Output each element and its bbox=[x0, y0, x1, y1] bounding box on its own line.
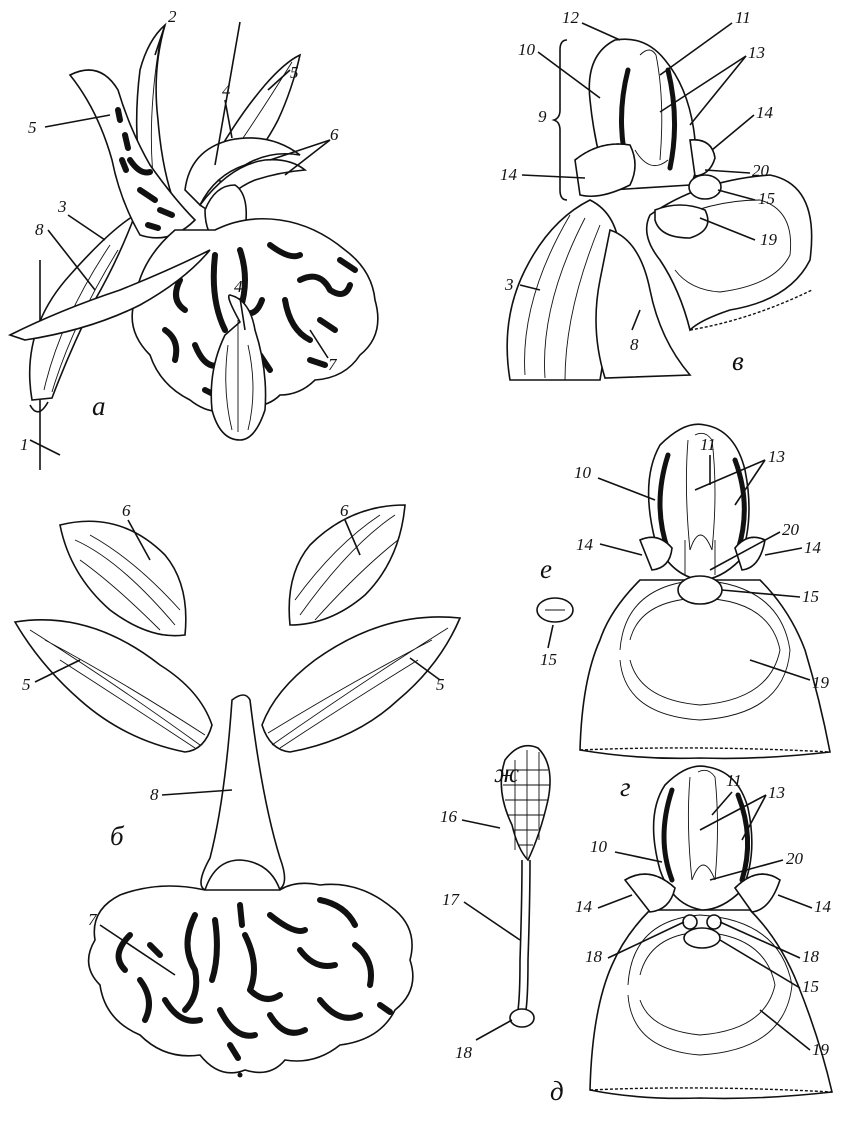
label-10: 10 bbox=[518, 40, 536, 59]
label-18: 18 bbox=[802, 947, 820, 966]
label-20: 20 bbox=[782, 520, 800, 539]
label-14: 14 bbox=[804, 538, 822, 557]
label-6: 6 bbox=[330, 125, 339, 144]
label-17: 17 bbox=[442, 890, 461, 909]
label-16: 16 bbox=[440, 807, 458, 826]
label-5: 5 bbox=[28, 118, 37, 137]
label-9: 9 bbox=[538, 107, 547, 126]
label-3: 3 bbox=[57, 197, 67, 216]
panel-label-a: а bbox=[92, 391, 106, 421]
panel-label-d: д bbox=[550, 1076, 564, 1106]
panel-b-dissected-flower bbox=[15, 295, 460, 1078]
label-18: 18 bbox=[455, 1043, 473, 1062]
label-14: 14 bbox=[576, 535, 594, 554]
panel-v-column-side bbox=[507, 39, 812, 380]
disc-18-right-d bbox=[707, 915, 721, 929]
viscidium-g bbox=[678, 576, 722, 604]
label-14: 14 bbox=[756, 103, 774, 122]
label-11: 11 bbox=[735, 8, 751, 27]
labellum-g bbox=[580, 580, 830, 758]
label-11: 11 bbox=[726, 771, 742, 790]
disc-18-left-d bbox=[683, 915, 697, 929]
label-13: 13 bbox=[748, 43, 765, 62]
label-12: 12 bbox=[562, 8, 580, 27]
label-5: 5 bbox=[436, 675, 445, 694]
label-2: 2 bbox=[168, 7, 177, 26]
label-13: 13 bbox=[768, 447, 785, 466]
labellum-v bbox=[647, 175, 812, 330]
label-8: 8 bbox=[150, 785, 159, 804]
lateral-sepal-left bbox=[70, 70, 195, 238]
label-8: 8 bbox=[35, 220, 44, 239]
label-11: 11 bbox=[700, 435, 716, 454]
viscidium-v bbox=[689, 175, 721, 199]
label-15: 15 bbox=[802, 977, 819, 996]
petal-6-left bbox=[60, 521, 186, 635]
viscidium-d bbox=[684, 928, 720, 948]
label-4: 4 bbox=[234, 277, 243, 296]
label-18: 18 bbox=[585, 947, 603, 966]
label-8: 8 bbox=[630, 335, 639, 354]
label-15: 15 bbox=[802, 587, 819, 606]
disc-18-zh bbox=[510, 1009, 534, 1027]
label-19: 19 bbox=[812, 673, 830, 692]
panel-label-zh: ж bbox=[494, 758, 519, 788]
label-4: 4 bbox=[222, 81, 231, 100]
label-19: 19 bbox=[760, 230, 778, 249]
label-3: 3 bbox=[504, 275, 514, 294]
label-14: 14 bbox=[575, 897, 593, 916]
label-6: 6 bbox=[122, 501, 131, 520]
label-15: 15 bbox=[758, 189, 775, 208]
label-14: 14 bbox=[814, 897, 832, 916]
panel-label-e: е bbox=[540, 554, 552, 584]
label-20: 20 bbox=[786, 849, 804, 868]
panel-label-g: г bbox=[620, 772, 631, 802]
label-10: 10 bbox=[590, 837, 608, 856]
panel-label-v: в bbox=[732, 346, 744, 376]
label-13: 13 bbox=[768, 783, 785, 802]
panel-label-b: б bbox=[110, 821, 125, 851]
label-15: 15 bbox=[540, 650, 557, 669]
label-20: 20 bbox=[752, 161, 770, 180]
panel-d-column-front bbox=[590, 766, 832, 1098]
label-6: 6 bbox=[340, 501, 349, 520]
label-5: 5 bbox=[290, 63, 299, 82]
panel-a-flower-side-view bbox=[10, 25, 378, 470]
label-5: 5 bbox=[22, 675, 31, 694]
label-14: 14 bbox=[500, 165, 518, 184]
label-1: 1 bbox=[20, 435, 29, 454]
caudicle-17 bbox=[518, 860, 522, 1010]
label-10: 10 bbox=[574, 463, 592, 482]
label-19: 19 bbox=[812, 1040, 830, 1059]
